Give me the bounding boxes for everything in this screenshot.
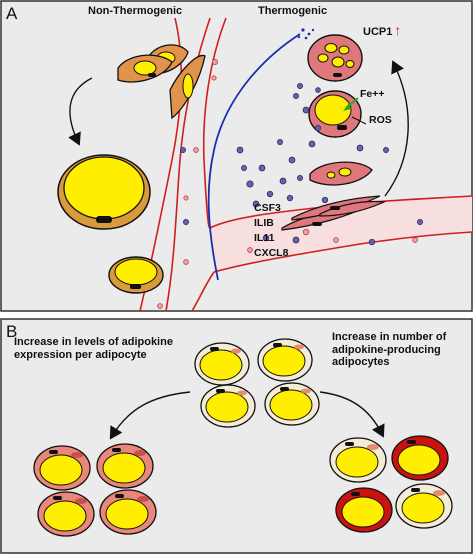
immune-cells [180, 83, 423, 246]
more-producing-adipocyte-group [329, 435, 453, 533]
multilocular-adipocyte [307, 34, 363, 82]
number-of-adipocytes-caption: Increase in number of adipokine-producin… [332, 331, 447, 369]
blood-vessel [139, 17, 473, 312]
cytokine-label: IL11 [254, 232, 275, 244]
per-adipocyte-caption: Increase in levels of adipokine expressi… [14, 336, 173, 361]
red-blood-cells [157, 59, 418, 309]
spindle-cell-cluster [281, 195, 387, 231]
conversion-arrow-left [68, 77, 93, 146]
iron-arrow-head [343, 103, 351, 111]
small-white-adipocyte [108, 256, 164, 294]
cytokine-label: CXCL8 [254, 247, 289, 259]
center-adipocyte-group [194, 338, 320, 428]
panel-a-letter: A [6, 4, 18, 23]
nerve-fiber [207, 33, 301, 281]
ros-pointer [351, 116, 367, 125]
cytokine-label: CSF3 [254, 202, 281, 214]
spindle-cell [169, 54, 206, 120]
non-thermogenic-heading: Non-Thermogenic [88, 5, 183, 17]
spindle-cell [117, 54, 173, 83]
ros-label: ROS [369, 114, 392, 126]
arrow-to-more-producing [319, 391, 385, 438]
thermogenic-heading: Thermogenic [258, 5, 328, 17]
large-white-adipocyte [57, 154, 151, 230]
elongated-beige-cell [309, 161, 373, 186]
ucp1-label: UCP1↑ [363, 22, 401, 39]
nerve-terminal-dots [297, 28, 315, 40]
panel-b-letter: B [6, 322, 18, 341]
high-expression-adipocyte-group [33, 443, 157, 537]
ucp1-up-arrow: ↑ [394, 22, 402, 38]
iron-label: Fe++ [360, 88, 385, 100]
conversion-arrow-right [384, 60, 409, 197]
cytokine-label: ILIB [254, 217, 274, 229]
beige-adipocyte [308, 90, 362, 138]
ucp1-text: UCP1 [363, 26, 393, 38]
arrow-to-high-expression [109, 391, 191, 440]
